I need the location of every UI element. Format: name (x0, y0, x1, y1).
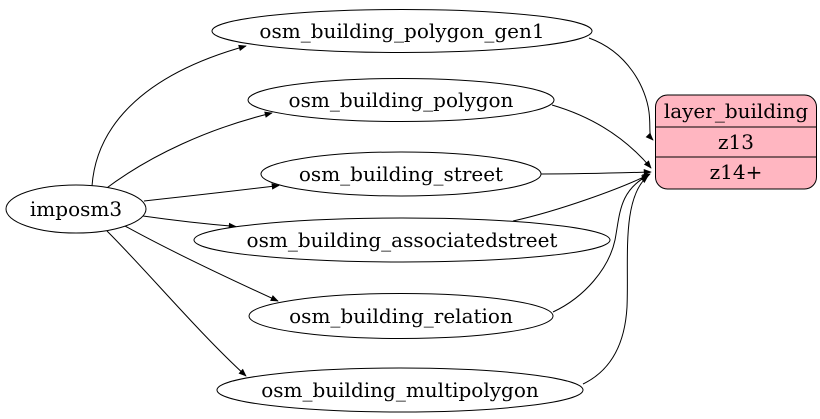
polygon-gen1-label: osm_building_polygon_gen1 (259, 19, 544, 43)
edge-imposm3-to-associatedstreet (142, 215, 237, 230)
edge-imposm3-to-multipolygon (106, 230, 247, 377)
street-label: osm_building_street (299, 162, 503, 186)
polygon-gen1-ellipse (211, 9, 593, 53)
node-layer-building: layer_building z13 z14+ (655, 94, 817, 190)
edge-polygon-to-z14 (551, 104, 652, 169)
edge-imposm3-to-relation (124, 225, 279, 302)
layer-building-row-z13: z13 (718, 130, 754, 154)
layer-building-row-z14: z14+ (710, 160, 763, 184)
associatedstreet-label: osm_building_associatedstreet (247, 228, 558, 252)
node-imposm3: imposm3 (5, 184, 147, 234)
node-osm-building-relation: osm_building_relation (248, 293, 554, 339)
multipolygon-ellipse (216, 367, 584, 413)
street-ellipse (260, 151, 542, 197)
relation-label: osm_building_relation (289, 304, 513, 328)
edge-group (91, 37, 654, 385)
polygon-ellipse (247, 78, 555, 122)
edge-multipolygon-to-z14 (582, 175, 649, 385)
edge-street-to-z14 (540, 169, 652, 176)
edge-polygon-gen1-to-z13 (588, 37, 654, 141)
polygon-label: osm_building_polygon (289, 88, 514, 112)
layer-building-title: layer_building (664, 99, 809, 123)
relation-ellipse (248, 293, 554, 339)
imposm3-label: imposm3 (30, 197, 122, 221)
layer-building-box (655, 94, 817, 190)
edge-relation-to-z14 (552, 174, 650, 313)
edge-associatedstreet-to-z14 (512, 173, 651, 222)
multipolygon-label: osm_building_multipolygon (261, 378, 539, 402)
node-osm-building-polygon-gen1: osm_building_polygon_gen1 (211, 9, 593, 53)
node-osm-building-associatedstreet: osm_building_associatedstreet (193, 217, 611, 263)
edge-imposm3-to-street (143, 183, 280, 202)
associatedstreet-ellipse (193, 217, 611, 263)
imposm3-ellipse (5, 184, 147, 234)
edge-imposm3-to-polygon (103, 111, 273, 191)
edge-imposm3-to-polygon-gen1 (91, 44, 247, 187)
node-osm-building-street: osm_building_street (260, 151, 542, 197)
node-osm-building-multipolygon: osm_building_multipolygon (216, 367, 584, 413)
node-osm-building-polygon: osm_building_polygon (247, 78, 555, 122)
